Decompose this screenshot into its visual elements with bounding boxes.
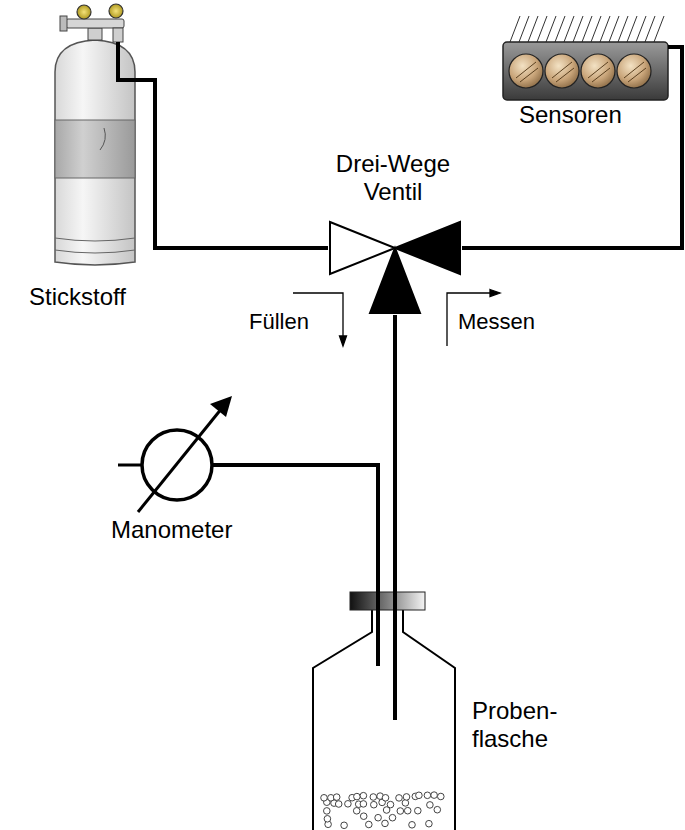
bead xyxy=(397,808,404,815)
node-label: Sensoren xyxy=(519,101,622,129)
hatch-line xyxy=(510,16,520,42)
bead xyxy=(371,801,378,808)
bead xyxy=(438,793,445,800)
sensor-node: Sensoren xyxy=(503,40,668,102)
sample-bottle-node: Proben- flasche xyxy=(313,592,455,830)
sample-bottle xyxy=(313,592,455,830)
bead xyxy=(402,800,409,807)
hatch-line xyxy=(537,16,547,42)
bead xyxy=(415,807,422,814)
bead xyxy=(427,802,434,809)
measure-label: Messen xyxy=(458,309,535,334)
node-label: Proben- flasche xyxy=(472,697,572,752)
bead xyxy=(434,806,441,813)
node-label: Manometer xyxy=(111,516,232,544)
bead xyxy=(321,795,328,802)
bead xyxy=(341,822,348,829)
hatch-line xyxy=(618,16,628,42)
bead xyxy=(382,820,389,827)
bead xyxy=(375,814,382,821)
bead xyxy=(424,792,431,799)
gas-cylinder-node: Stickstoff xyxy=(48,4,143,270)
bead xyxy=(366,821,373,828)
hatch-line xyxy=(627,16,637,42)
bead xyxy=(382,795,389,802)
bead xyxy=(360,801,367,808)
hatch-line xyxy=(528,16,538,42)
bead xyxy=(324,816,331,823)
node-label: Drei-Wege Ventil xyxy=(328,150,458,205)
hatch-line xyxy=(519,16,529,42)
hatch-line xyxy=(636,16,646,42)
bead xyxy=(354,793,361,800)
manometer-symbol xyxy=(118,396,232,512)
valve-node: Drei-Wege Ventil xyxy=(328,220,462,315)
hatch-line xyxy=(564,16,574,42)
manometer-node: Manometer xyxy=(142,430,212,500)
hatch-line xyxy=(546,16,556,42)
bead xyxy=(370,794,377,801)
bead xyxy=(389,814,396,821)
hatch-line xyxy=(609,16,619,42)
bead xyxy=(403,794,410,801)
bead xyxy=(396,795,403,802)
fill-label: Füllen xyxy=(249,309,309,334)
hatch-line xyxy=(600,16,610,42)
three-way-valve xyxy=(330,222,460,313)
hatch-line xyxy=(573,16,583,42)
node-label: Stickstoff xyxy=(29,283,126,311)
hatch-line xyxy=(555,16,565,42)
bead xyxy=(409,822,416,829)
hatch-line xyxy=(645,16,655,42)
hatch-line xyxy=(654,16,664,42)
bead xyxy=(404,807,411,814)
pipe-connector xyxy=(393,315,397,592)
sensor-array xyxy=(503,16,668,100)
bead xyxy=(426,820,433,827)
bead xyxy=(416,792,423,799)
bead xyxy=(335,801,342,808)
gas-cylinder xyxy=(55,4,143,265)
bead xyxy=(333,794,340,801)
bead xyxy=(324,808,331,815)
pipe-connector xyxy=(143,80,328,248)
bead xyxy=(360,813,367,820)
bead xyxy=(353,808,360,815)
bead xyxy=(360,792,367,799)
bead xyxy=(387,801,394,808)
bead xyxy=(345,801,352,808)
hatch-line xyxy=(591,16,601,42)
pipe-connector xyxy=(462,47,682,248)
hatch-line xyxy=(582,16,592,42)
bead xyxy=(431,792,438,799)
pipe-connector xyxy=(212,465,378,592)
